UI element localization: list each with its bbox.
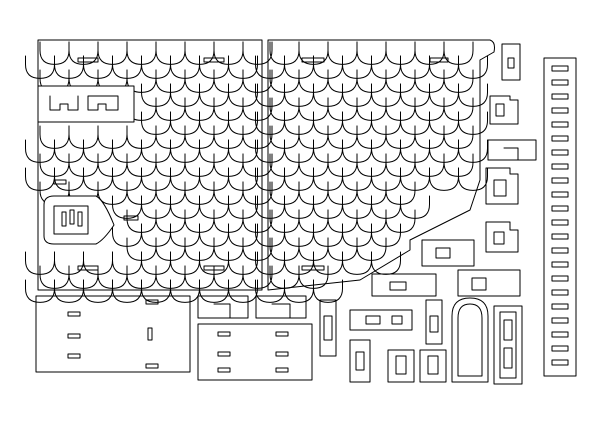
comb-tooth — [551, 289, 569, 296]
comb-tooth — [551, 303, 569, 310]
scale-tile — [458, 167, 488, 191]
left-panel-outline — [37, 39, 263, 291]
base-plate-small — [197, 323, 313, 381]
comb-tooth — [551, 219, 569, 226]
base-plate-large — [35, 295, 191, 373]
comb-tooth — [551, 345, 569, 352]
comb-tooth — [551, 205, 569, 212]
right-scale-panel — [255, 39, 495, 303]
right-panel-outline — [267, 39, 495, 291]
left-scale-panel — [25, 39, 273, 303]
scale-tile — [429, 167, 459, 191]
comb-tooth — [551, 191, 569, 198]
arch-piece — [451, 297, 489, 383]
scale-tile — [284, 279, 314, 303]
right-panel-scales — [255, 41, 488, 303]
scale-tile — [25, 279, 55, 303]
scale-tile — [170, 279, 200, 303]
comb-tooth — [551, 247, 569, 254]
tab-parts-column — [485, 43, 537, 253]
comb-tooth — [551, 149, 569, 156]
scale-tile — [313, 279, 343, 303]
scale-tile — [83, 279, 113, 303]
comb-outline — [543, 57, 577, 377]
comb-tooth — [551, 331, 569, 338]
comb-tooth — [551, 163, 569, 170]
comb-tooth — [551, 233, 569, 240]
comb-tooth — [551, 359, 569, 366]
scale-tile — [342, 251, 372, 275]
right-panel-slots — [301, 57, 449, 271]
comb-teeth — [551, 65, 569, 366]
badge-plate — [43, 195, 115, 245]
comb-tooth — [551, 65, 569, 72]
scale-tile — [112, 279, 142, 303]
base-tabs — [197, 295, 307, 319]
comb-tooth — [551, 261, 569, 268]
scale-tile — [199, 279, 229, 303]
slot-frame-piece — [493, 305, 523, 385]
comb-tooth — [551, 177, 569, 184]
scale-tile — [54, 279, 84, 303]
middle-parts — [319, 239, 521, 383]
left-panel-slots — [53, 57, 225, 271]
scale-tile — [228, 279, 258, 303]
comb-strip — [543, 57, 577, 377]
comb-tooth — [551, 107, 569, 114]
comb-tooth — [551, 275, 569, 282]
comb-tooth — [551, 135, 569, 142]
left-panel-notch — [37, 85, 135, 123]
comb-tooth — [551, 317, 569, 324]
scale-tile — [141, 279, 171, 303]
comb-tooth — [551, 93, 569, 100]
comb-tooth — [551, 79, 569, 86]
scale-tile — [255, 279, 285, 303]
comb-tooth — [551, 121, 569, 128]
